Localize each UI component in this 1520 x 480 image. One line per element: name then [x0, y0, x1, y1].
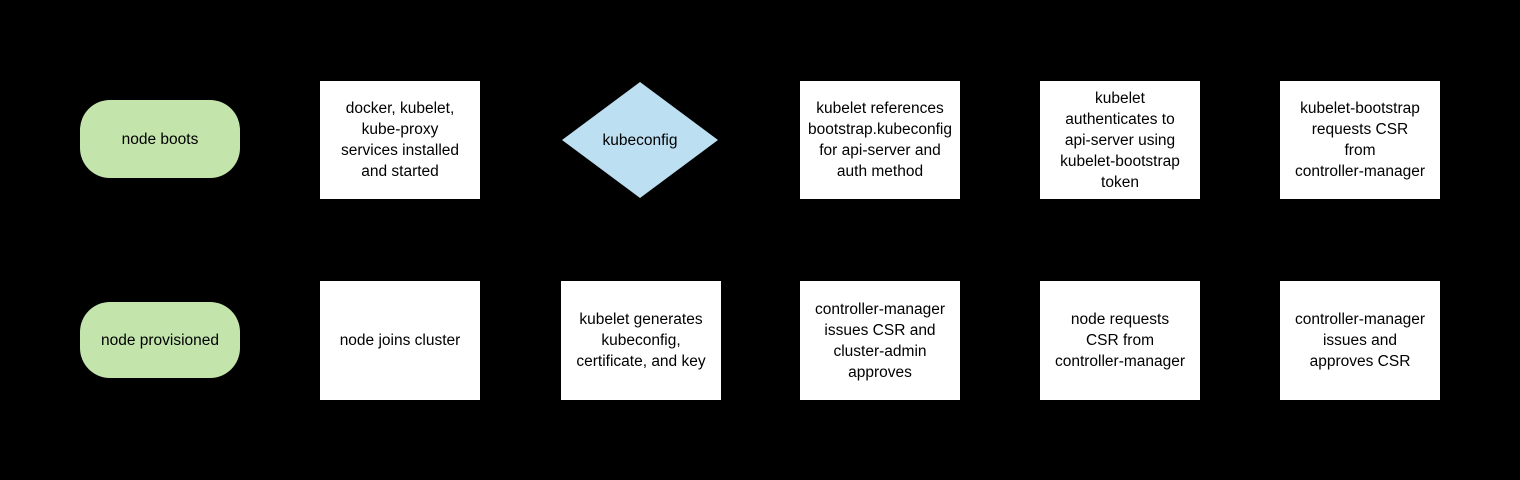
process-kubelet-bootstrap-requests-csr: kubelet-bootstrap requests CSR from cont…: [1280, 81, 1440, 199]
node-label: kubelet references bootstrap.kubeconfig …: [808, 100, 952, 180]
process-node-joins-cluster: node joins cluster: [320, 281, 480, 400]
process-controller-manager-issues-csr: controller-manager issues CSR and cluste…: [800, 281, 960, 400]
process-kubelet-references-bootstrap-kubeconfig: kubelet references bootstrap.kubeconfig …: [800, 81, 960, 199]
node-label: docker, kubelet, kube-proxy services ins…: [340, 100, 460, 180]
node-label: controller-manager issues CSR and cluste…: [814, 300, 946, 381]
terminal-node-provisioned: node provisioned: [80, 302, 240, 378]
terminal-node-boots: node boots: [80, 100, 240, 178]
node-label: kubelet authenticates to api-server usin…: [1060, 89, 1180, 191]
node-label: kubeconfig: [602, 131, 678, 149]
process-services-installed: docker, kubelet, kube-proxy services ins…: [320, 81, 480, 199]
node-label: node requests CSR from controller-manage…: [1054, 311, 1186, 370]
node-label: node boots: [121, 130, 199, 148]
node-label: controller-manager issues and approves C…: [1294, 311, 1426, 370]
node-label: kubelet-bootstrap requests CSR from cont…: [1294, 100, 1426, 180]
process-kubelet-authenticates: kubelet authenticates to api-server usin…: [1040, 81, 1200, 199]
process-controller-manager-issues-approves-csr: controller-manager issues and approves C…: [1280, 281, 1440, 400]
decision-kubeconfig: kubeconfig: [562, 82, 718, 198]
node-label: node provisioned: [100, 331, 220, 349]
process-kubelet-generates-kubeconfig: kubelet generates kubeconfig, certificat…: [561, 281, 721, 400]
node-label: kubelet generates kubeconfig, certificat…: [576, 311, 706, 370]
node-label: node joins cluster: [339, 332, 461, 349]
process-node-requests-csr: node requests CSR from controller-manage…: [1040, 281, 1200, 400]
